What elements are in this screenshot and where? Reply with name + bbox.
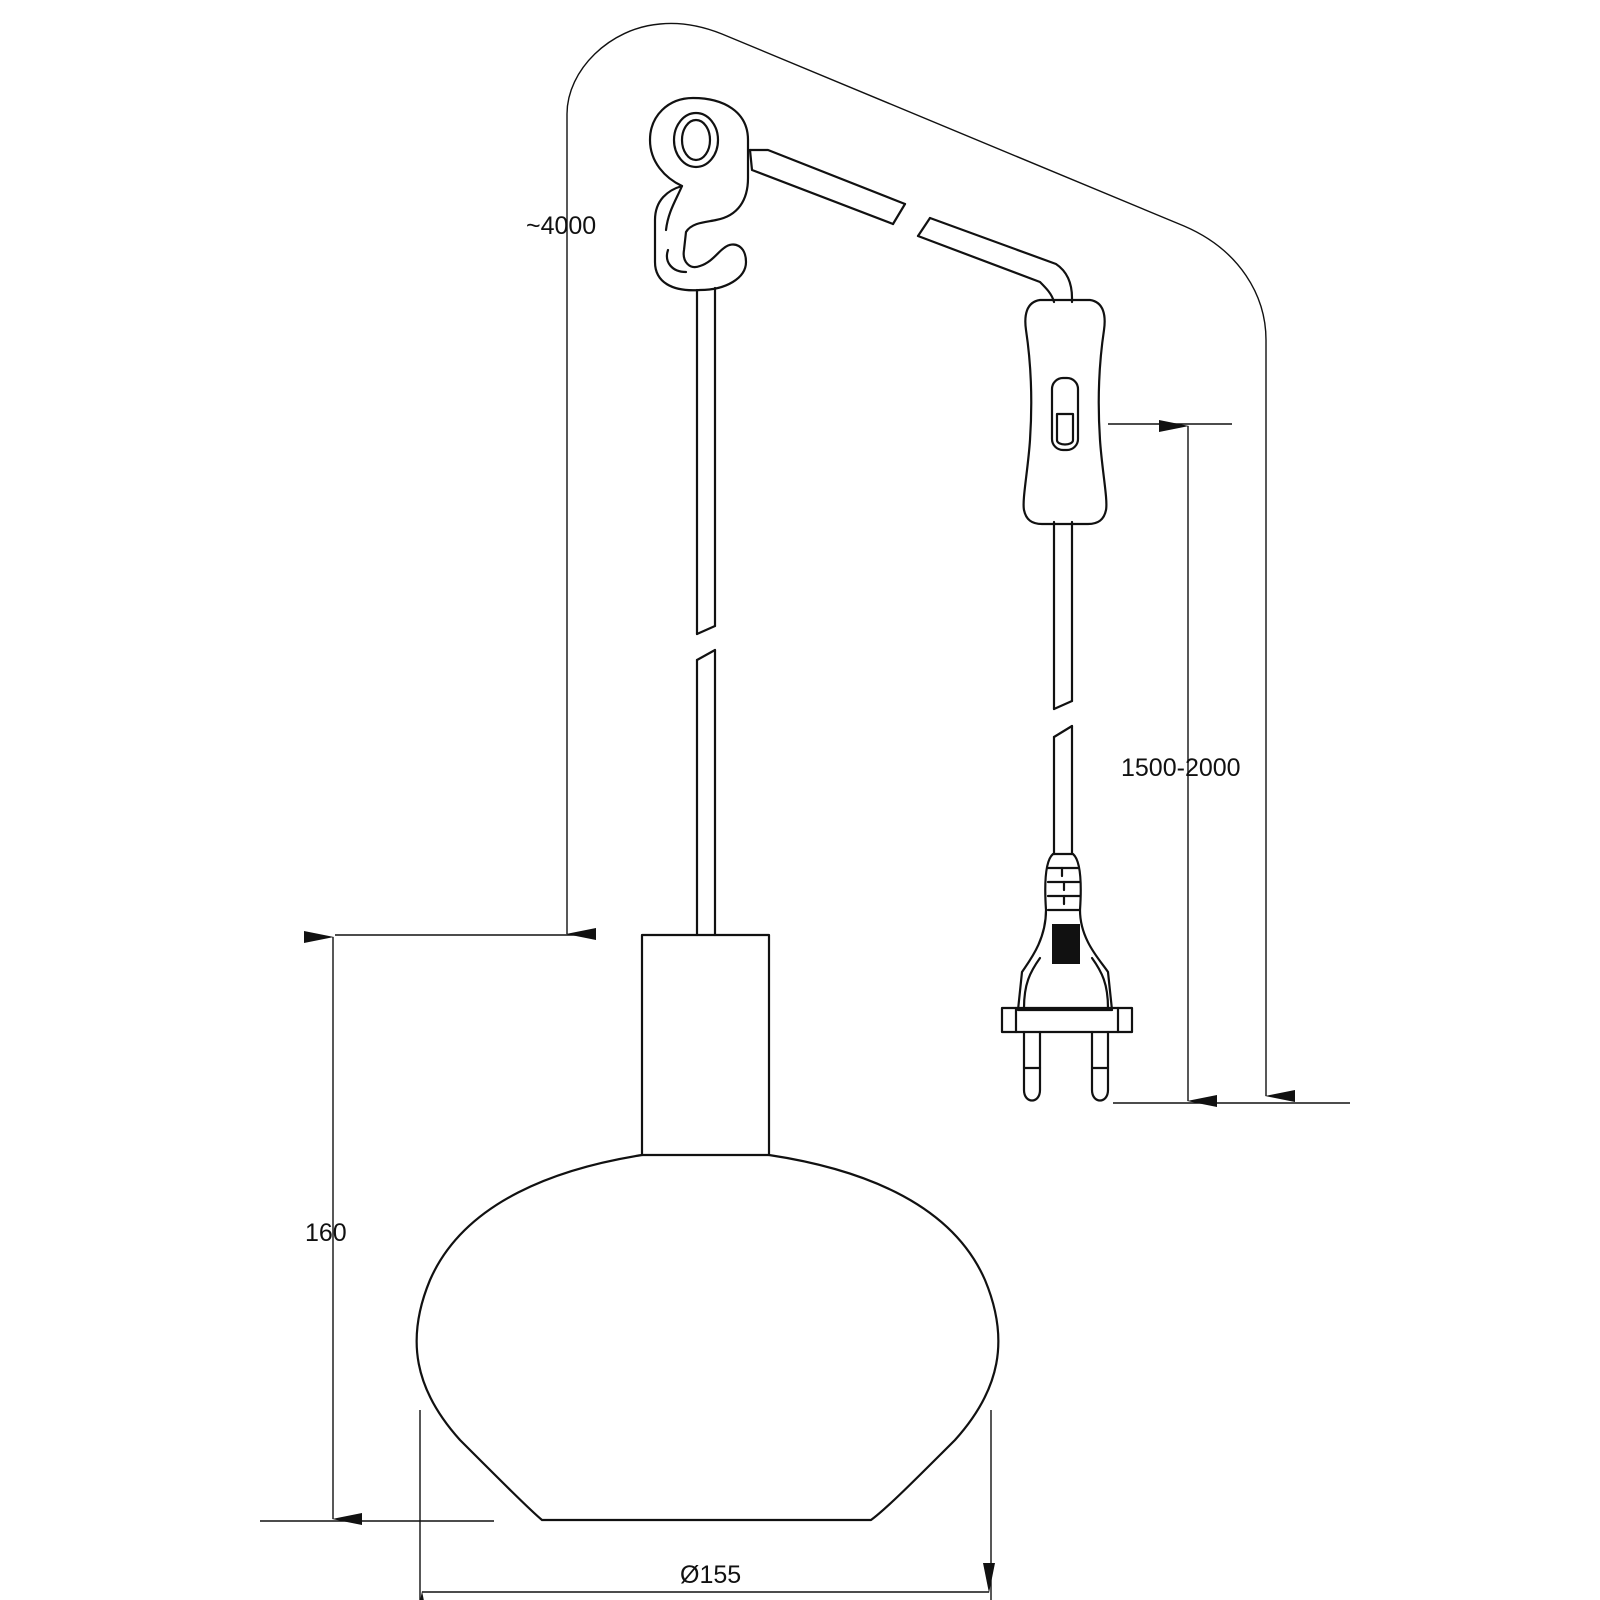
euro-plug-icon [1000,852,1134,1102]
ceiling-hook-icon [648,96,750,292]
lamp-socket [640,933,771,1157]
inline-switch-icon [1022,298,1108,526]
dimension-lamp-diameter: Ø155 [416,1410,995,1600]
dimension-cable-length: ~4000 [335,22,1350,1104]
lamp-height-label: 160 [305,1219,347,1247]
cable-length-label: ~4000 [526,212,596,240]
dimension-plug-cable-length: 1500-2000 [1108,420,1241,1107]
cable-hook-to-switch [748,148,1074,304]
dimension-lamp-height: 160 [260,931,494,1525]
lamp-diameter-label: Ø155 [680,1561,741,1589]
lamp-shade [415,1153,1000,1522]
plug-cable-length-label: 1500-2000 [1121,754,1241,782]
cable-hook-to-lamp [695,286,717,937]
cable-switch-to-plug [1052,520,1074,856]
